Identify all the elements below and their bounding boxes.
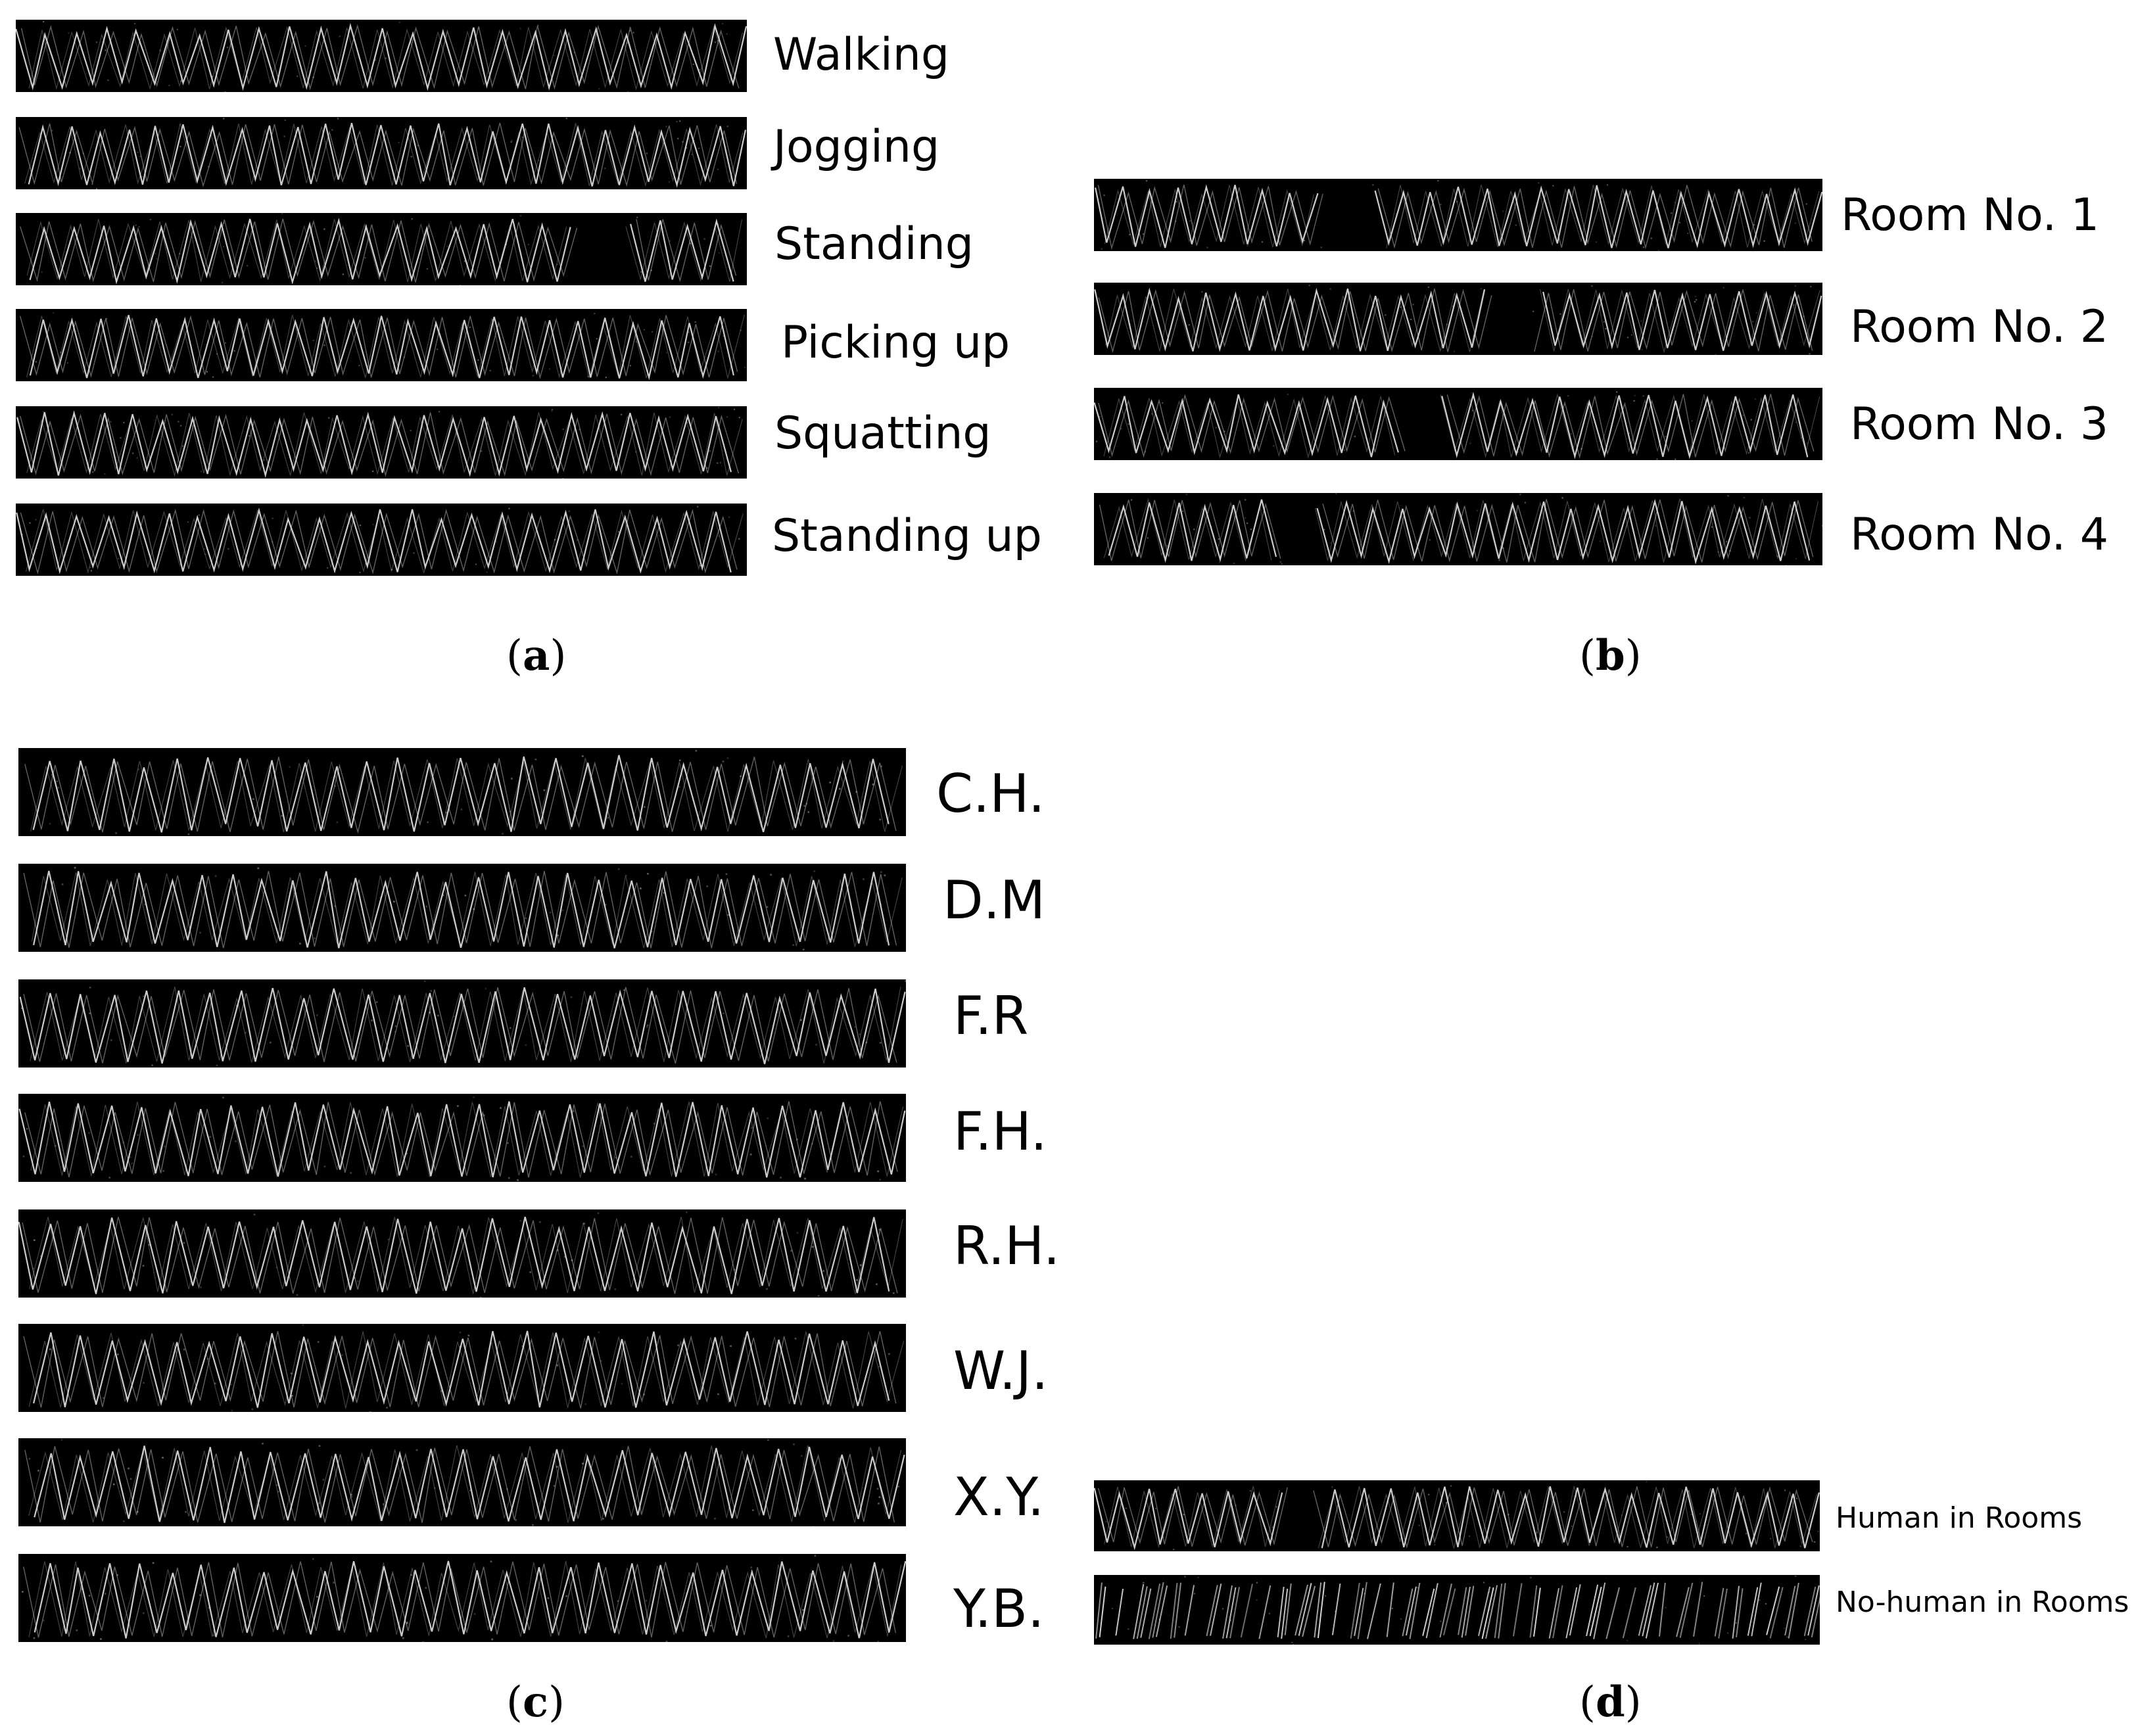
label-standing: Standing (774, 218, 974, 270)
spectrogram-jogging (16, 117, 747, 189)
label-room-1: Room No. 1 (1841, 189, 2100, 241)
spectrogram-room-4 (1094, 493, 1822, 565)
label-walking: Walking (773, 29, 949, 81)
spectrogram-yb (18, 1554, 906, 1642)
label-yb: Y.B. (953, 1578, 1045, 1639)
spectrogram-room-3 (1094, 388, 1822, 460)
label-room-2: Room No. 2 (1850, 301, 2109, 353)
spectrogram-fr (18, 979, 906, 1067)
spectrogram-ch (18, 748, 906, 836)
spectrogram-standing (16, 213, 747, 285)
caption-d: (d) (1579, 1677, 1642, 1727)
label-fh: F.H. (953, 1101, 1047, 1162)
label-dm: D.M (943, 870, 1046, 931)
label-ch: C.H. (936, 763, 1045, 824)
label-wj: W.J. (953, 1340, 1049, 1401)
spectrogram-picking-up (16, 309, 747, 381)
spectrogram-rh (18, 1209, 906, 1298)
spectrogram-walking (16, 20, 747, 92)
label-no-human-in-rooms: No-human in Rooms (1836, 1585, 2129, 1619)
label-human-in-rooms: Human in Rooms (1836, 1501, 2082, 1535)
label-squatting: Squatting (774, 408, 991, 459)
label-rh: R.H. (953, 1215, 1060, 1277)
caption-b: (b) (1579, 631, 1642, 680)
label-jogging: Jogging (773, 121, 940, 173)
caption-c: (c) (506, 1677, 565, 1727)
spectrogram-human-in-rooms (1094, 1480, 1820, 1551)
spectrogram-room-2 (1094, 283, 1822, 355)
label-room-4: Room No. 4 (1850, 509, 2109, 561)
label-xy: X.Y. (953, 1466, 1045, 1528)
label-standing-up: Standing up (772, 510, 1042, 562)
spectrogram-no-human-in-rooms (1094, 1575, 1820, 1645)
spectrogram-room-1 (1094, 179, 1822, 251)
spectrogram-fh (18, 1094, 906, 1182)
caption-a: (a) (506, 631, 567, 680)
spectrogram-dm (18, 864, 906, 952)
spectrogram-xy (18, 1438, 906, 1526)
spectrogram-squatting (16, 406, 747, 479)
spectrogram-standing-up (16, 504, 747, 576)
label-picking-up: Picking up (781, 317, 1010, 369)
label-room-3: Room No. 3 (1850, 398, 2109, 450)
spectrogram-wj (18, 1324, 906, 1412)
label-fr: F.R (953, 985, 1029, 1046)
